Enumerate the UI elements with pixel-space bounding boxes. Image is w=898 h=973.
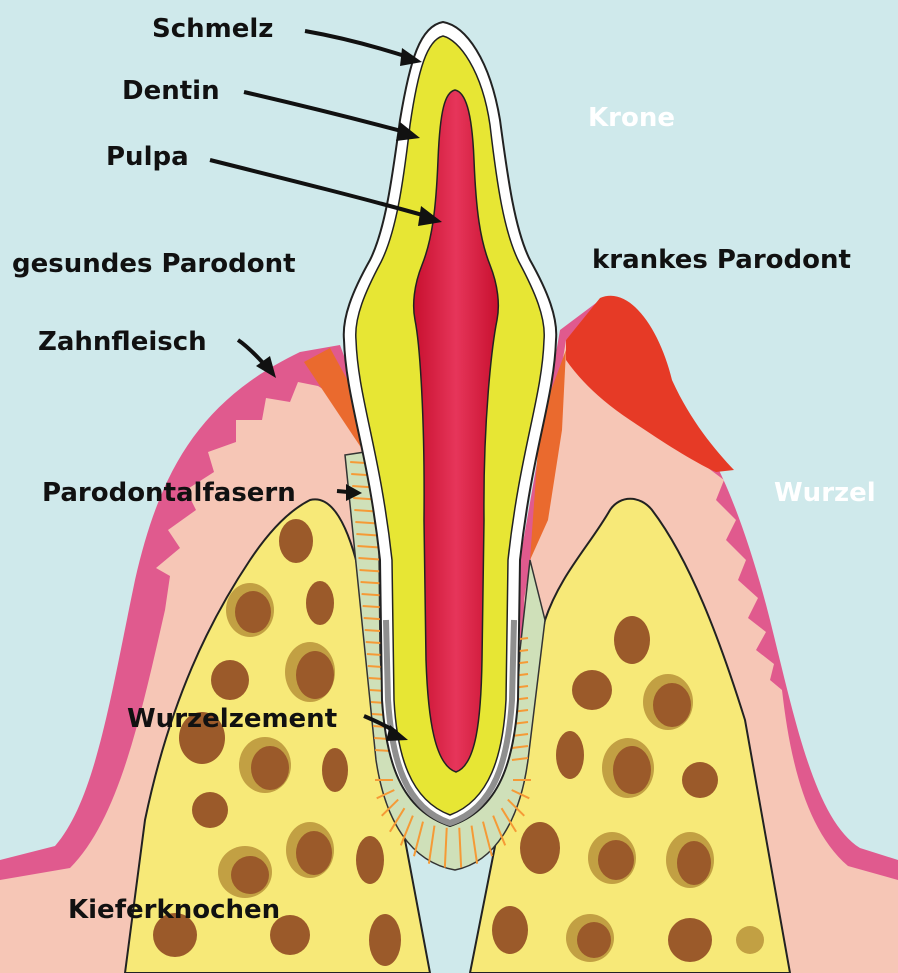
bone-pore: [296, 651, 334, 699]
bone-pore: [668, 918, 712, 962]
label-periodontal-fibers: Parodontalfasern: [42, 478, 296, 508]
bone-pore: [613, 746, 651, 794]
label-enamel: Schmelz: [152, 14, 273, 44]
label-jaw-bone: Kieferknochen: [68, 895, 280, 925]
bone-pore: [572, 670, 612, 710]
bone-pore: [653, 683, 691, 727]
bone-pore: [296, 831, 332, 875]
bone-pore: [492, 906, 528, 954]
bone-pore: [235, 591, 271, 633]
label-root: Wurzel: [774, 478, 876, 508]
bone-pore: [322, 748, 348, 792]
bone-pore: [192, 792, 228, 828]
bone-pore: [211, 660, 249, 700]
bone-pore: [356, 836, 384, 884]
label-dentin: Dentin: [122, 76, 220, 106]
bone-pore: [556, 731, 584, 779]
bone-pore: [736, 926, 764, 954]
bone-pore: [598, 840, 634, 880]
label-diseased-periodontium: krankes Parodont: [592, 245, 851, 275]
label-pulp: Pulpa: [106, 142, 189, 172]
label-crown: Krone: [588, 103, 675, 133]
bone-pore: [614, 616, 650, 664]
bone-pore: [279, 519, 313, 563]
bone-pore: [577, 922, 611, 958]
label-gum: Zahnfleisch: [38, 327, 207, 357]
label-healthy-periodontium: gesundes Parodont: [12, 249, 296, 279]
bone-pore: [306, 581, 334, 625]
bone-pore: [231, 856, 269, 894]
bone-pore: [682, 762, 718, 798]
bone-pore: [677, 841, 711, 885]
bone-pore: [520, 822, 560, 874]
bone-pore: [251, 746, 289, 790]
bone-pore: [369, 914, 401, 966]
label-cementum: Wurzelzement: [127, 704, 337, 734]
